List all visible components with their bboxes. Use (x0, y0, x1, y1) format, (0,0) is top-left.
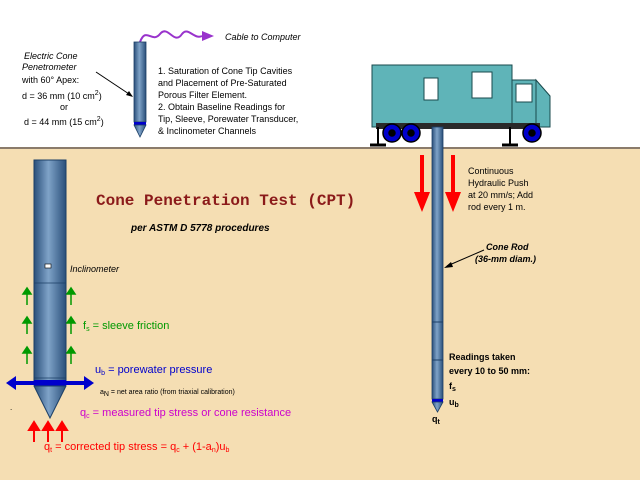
large-cone-body (33, 159, 67, 383)
corrected-tip-stress-label: qt = corrected tip stress = qc + (1-an)u… (44, 441, 230, 454)
cone-spec-line2: Penetrometer (22, 62, 77, 72)
cone-spec-pointer-head (126, 91, 133, 97)
cone-spec-line6: d = 44 mm (15 cm2) (24, 116, 104, 127)
rod-filter-band (432, 399, 443, 402)
small-cone-filter (134, 122, 146, 125)
truck-wheels (382, 123, 542, 143)
cone-spec-line1: Electric Cone (24, 51, 78, 61)
step-line2: and Placement of Pre-Saturated (158, 78, 287, 88)
stray-dot: . (10, 403, 12, 412)
cone-rod-line1: Cone Rod (486, 242, 529, 252)
cable-label: Cable to Computer (225, 32, 301, 42)
inclinometer-mark (44, 263, 52, 269)
step-line1: 1. Saturation of Cone Tip Cavities (158, 66, 293, 76)
cone-spec-line3: with 60° Apex: (22, 75, 80, 85)
small-cone-tip (133, 124, 147, 138)
cone-rod-pointer-head (444, 262, 453, 268)
readings-qt: qt (432, 414, 440, 426)
diagram-subtitle: per ASTM D 5778 procedures (131, 223, 270, 234)
porewater-arrow-right-head (84, 376, 94, 390)
cpt-truck (370, 64, 551, 147)
cable-arrowhead (202, 31, 214, 41)
large-cone-tip (33, 385, 67, 420)
sleeve-friction-label: fs = sleeve friction (83, 320, 170, 333)
step-line5: Tip, Sleeve, Porewater Transducer, (158, 114, 299, 124)
tip-resistance-arrows (27, 420, 69, 442)
cable-to-computer (139, 30, 203, 43)
cone-spec-or: or (60, 102, 69, 112)
sleeve-friction-arrows (21, 286, 77, 364)
readings-ub: ub (449, 397, 459, 409)
diagram-title: Cone Penetration Test (CPT) (96, 192, 356, 210)
push-line2: Hydraulic Push (468, 178, 529, 188)
readings-line1: Readings taken (449, 352, 516, 362)
rod-cone-tip (431, 401, 444, 413)
readings-line2: every 10 to 50 mm: (449, 366, 531, 376)
cone-spec-line4: d = 36 mm (10 cm2) (22, 90, 102, 101)
step-line4: 2. Obtain Baseline Readings for (158, 102, 286, 112)
readings-fs: fs (449, 381, 456, 393)
soil-background (0, 148, 640, 480)
porewater-arrow-left-head (6, 376, 16, 390)
hydraulic-push-arrows (414, 155, 461, 212)
porewater-pressure-label: ub = porewater pressure (95, 364, 213, 377)
cone-rod-pointer (446, 249, 485, 267)
small-cone-body (133, 41, 147, 123)
cone-rod (431, 126, 444, 400)
cone-rod-line2: (36-mm diam.) (475, 254, 537, 264)
tip-stress-label: qc = measured tip stress or cone resista… (80, 407, 292, 420)
push-line1: Continuous (468, 166, 514, 176)
net-area-ratio-label: aN = net area ratio (from triaxial calib… (100, 389, 235, 398)
cone-spec-pointer (95, 71, 133, 97)
step-line3: Porous Filter Element. (158, 90, 248, 100)
step-line6: & Inclinometer Channels (158, 126, 257, 136)
inclinometer-label: Inclinometer (70, 264, 120, 274)
push-line3: at 20 mm/s; Add (468, 190, 534, 200)
push-line4: rod every 1 m. (468, 202, 526, 212)
